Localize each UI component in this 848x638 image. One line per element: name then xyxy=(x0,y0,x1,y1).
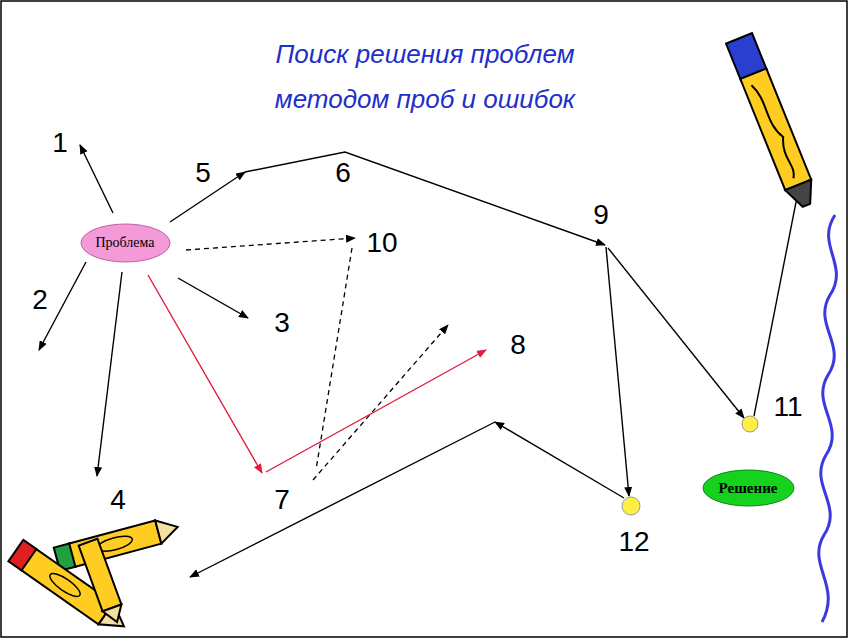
node-text: Проблема xyxy=(95,235,154,251)
callout-number: 3 xyxy=(274,307,290,339)
callout-number: 5 xyxy=(195,157,211,189)
wavy-line xyxy=(819,215,837,622)
callout-number: 4 xyxy=(110,484,126,516)
crayon-icon xyxy=(79,539,127,626)
callout-number: 1 xyxy=(52,127,68,159)
point-dot xyxy=(622,497,640,515)
callout-number: 8 xyxy=(510,329,526,361)
callout-number: 11 xyxy=(773,391,802,423)
trial-paths xyxy=(39,145,798,577)
diagram-title: Поиск решения проблем методом проб и оши… xyxy=(235,32,615,122)
ellipse-node: Решение xyxy=(702,469,795,507)
red-path xyxy=(148,275,486,473)
callout-number: 6 xyxy=(335,157,351,189)
callout-number: 10 xyxy=(366,227,397,259)
ellipse-outline xyxy=(81,224,170,262)
node-text: Решение xyxy=(719,480,778,497)
point-dot xyxy=(742,416,758,432)
ellipse-node: Проблема xyxy=(80,223,171,263)
crayon-icon xyxy=(54,515,181,571)
pen-icon xyxy=(726,33,819,210)
callout-number: 9 xyxy=(593,199,609,231)
callout-number: 7 xyxy=(274,484,290,516)
callout-number: 2 xyxy=(32,284,48,316)
callout-number: 12 xyxy=(618,526,649,558)
ellipse-outline xyxy=(703,470,794,506)
